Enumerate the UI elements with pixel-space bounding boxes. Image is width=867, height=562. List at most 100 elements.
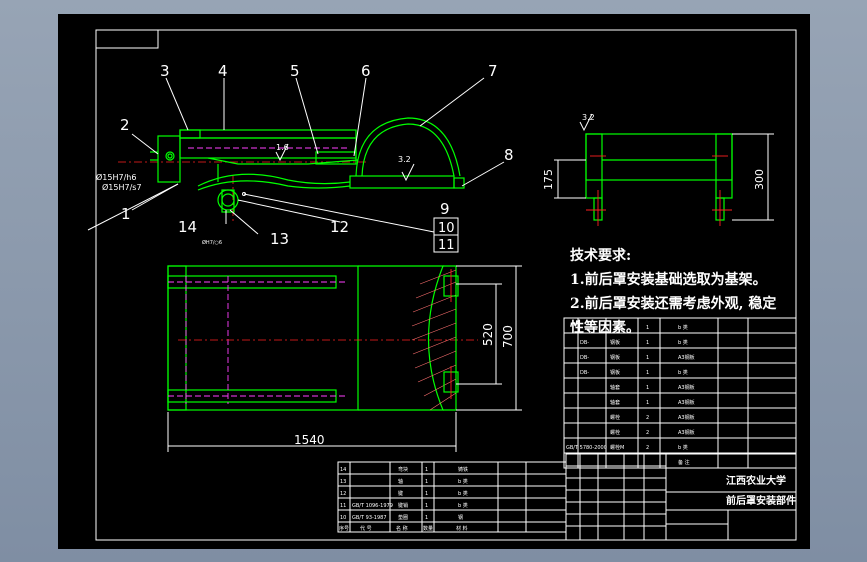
top-view	[167, 265, 522, 452]
bom-l-mat-2: b 类	[458, 490, 468, 497]
balloon-11: 11	[438, 238, 455, 253]
bom-l-mat-0: 铸铁	[458, 466, 468, 473]
bom-lower	[337, 461, 567, 533]
bom-upper	[563, 317, 797, 469]
side-view-frame	[585, 133, 733, 181]
bom-l-h-name: 名 称	[396, 525, 408, 532]
bom-l-qty-1: 1	[425, 479, 428, 485]
bom-u-mat-3: b 类	[678, 369, 688, 376]
requirements-line-2: 2.前后罩安装还需考虑外观, 稳定	[570, 295, 776, 312]
balloon-13: 13	[270, 230, 289, 248]
requirements-line-3: 性等因素。	[570, 319, 640, 336]
top-cover-plate	[179, 129, 357, 139]
title-school: 江西农业大学	[726, 474, 786, 487]
corner-code-box	[95, 29, 159, 49]
balloon-4: 4	[218, 62, 228, 80]
bom-u-name-4: 轴套	[610, 384, 620, 391]
fit-label-a: Ø15H7/h6	[96, 172, 136, 182]
bom-l-no-1: 13	[340, 479, 346, 485]
front-view	[87, 77, 505, 235]
bom-l-name-0: 弯块	[398, 466, 408, 473]
balloon-1: 1	[121, 205, 131, 223]
bom-u-code-3: DB-	[580, 370, 589, 376]
bom-u-mat-5: A3钢板	[678, 399, 695, 406]
drawing-canvas: 3 4 5 6 7 2 8 1 9 10 11 12 13 14 Ø15H7/h…	[87, 29, 797, 541]
bom-u-mat-8: b 类	[678, 444, 688, 451]
bom-u-qty-2: 1	[646, 355, 649, 361]
bom-u-code-1: DB-	[580, 340, 589, 346]
bom-u-qty-3: 1	[646, 370, 649, 376]
title-drawing-name: 前后罩安装部件	[726, 494, 796, 507]
bom-u-code-8: GB/T 5780-2000	[566, 445, 607, 451]
arc-guard-top	[358, 265, 444, 411]
bom-u-name-5: 轴套	[610, 399, 620, 406]
bom-l-code-4: GB/T 93-1987	[352, 515, 387, 521]
side-view	[554, 113, 774, 226]
bom-l-h-qty: 数量	[423, 525, 433, 532]
requirements-line-1: 1.前后罩安装基础选取为基架。	[570, 271, 767, 288]
bom-u-qty-0: 1	[646, 325, 649, 331]
bom-u-mat-7: A3钢板	[678, 429, 695, 436]
bom-l-qty-4: 1	[425, 515, 428, 521]
bom-l-no-4: 10	[340, 515, 346, 521]
bom-u-qty-7: 2	[646, 430, 649, 436]
bom-u-qty-1: 1	[646, 340, 649, 346]
bom-u-remark: 备 注	[678, 459, 690, 466]
bom-l-h-mat: 材 料	[456, 525, 468, 532]
balloon-3: 3	[160, 62, 170, 80]
bom-u-mat-4: A3钢板	[678, 384, 695, 391]
bom-u-name-6: 螺栓	[610, 414, 620, 421]
balloon-5: 5	[290, 62, 300, 80]
arc-guard	[355, 117, 461, 177]
balloon-6: 6	[361, 62, 371, 80]
bom-u-name-8: 螺栓M	[610, 444, 624, 451]
bom-l-no-3: 11	[340, 503, 346, 509]
balloon-7: 7	[488, 62, 498, 80]
balloon-2: 2	[120, 116, 130, 134]
bom-u-qty-8: 2	[646, 445, 649, 451]
balloon-12: 12	[330, 218, 349, 236]
bom-u-mat-0: b 类	[678, 324, 688, 331]
bom-l-code-3: GB/T 1096-1979	[352, 503, 393, 509]
bom-l-h-code: 代 号	[360, 525, 372, 532]
roughness-3-2-front: 3.2	[398, 155, 411, 164]
bom-u-name-2: 钢板	[610, 354, 620, 361]
drawing-sheet: 3 4 5 6 7 2 8 1 9 10 11 12 13 14 Ø15H7/h…	[58, 14, 810, 549]
drawing-border	[95, 29, 797, 541]
bom-l-mat-4: 钢	[458, 514, 463, 521]
requirements-title: 技术要求:	[570, 247, 631, 264]
bom-l-h-no: 序号	[339, 525, 349, 532]
dim-520: 520	[481, 323, 495, 346]
bom-l-name-4: 垫圈	[398, 514, 408, 521]
dim-700: 700	[501, 325, 515, 348]
fit-note-small: ØH7/○6	[202, 239, 222, 246]
bom-u-name-7: 螺栓	[610, 429, 620, 436]
bom-l-name-2: 键	[398, 490, 403, 497]
bom-u-qty-6: 2	[646, 415, 649, 421]
balloon-10: 10	[438, 221, 455, 236]
bom-l-name-1: 轴	[398, 478, 403, 485]
bom-u-name-1: 钢板	[610, 339, 620, 346]
bom-u-mat-6: A3钢板	[678, 414, 695, 421]
bom-l-no-0: 14	[340, 467, 346, 473]
title-block	[565, 453, 797, 541]
bom-l-mat-3: b 类	[458, 502, 468, 509]
bom-l-qty-3: 1	[425, 503, 428, 509]
bom-l-qty-0: 1	[425, 467, 428, 473]
dim-1540: 1540	[294, 433, 325, 447]
bom-u-qty-5: 1	[646, 400, 649, 406]
bom-l-name-3: 键销	[398, 502, 408, 509]
bom-u-name-3: 钢板	[610, 369, 620, 376]
bom-l-mat-1: b 类	[458, 478, 468, 485]
balloon-8: 8	[504, 146, 514, 164]
dim-175: 175	[542, 169, 555, 190]
roughness-1-6: 1.6	[276, 143, 289, 152]
fit-label-b: Ø15H7/s7	[102, 182, 142, 192]
bom-l-qty-2: 1	[425, 491, 428, 497]
bom-u-mat-1: b 类	[678, 339, 688, 346]
bom-u-mat-2: A3钢板	[678, 354, 695, 361]
left-bracket	[157, 135, 181, 183]
dim-300: 300	[753, 169, 766, 190]
bom-u-code-2: DB-	[580, 355, 589, 361]
